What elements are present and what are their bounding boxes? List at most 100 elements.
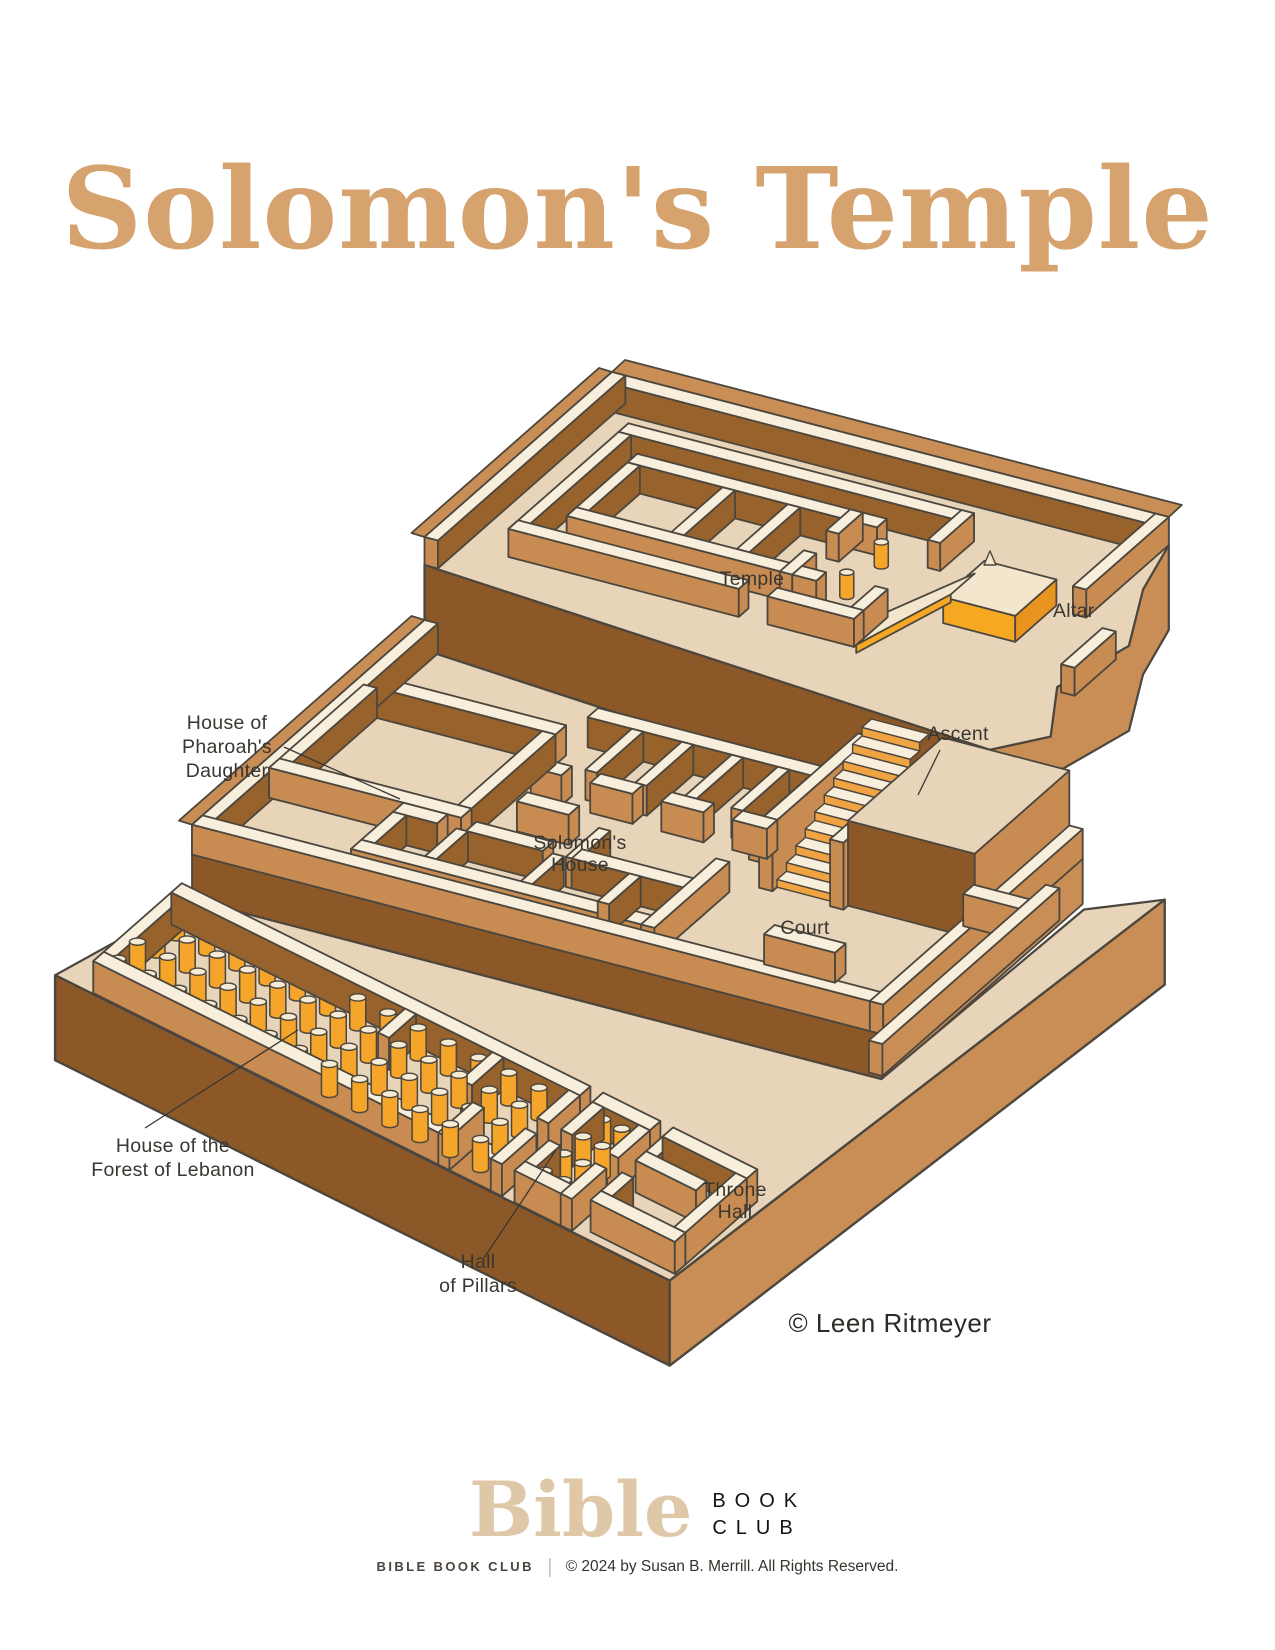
pillar <box>441 1123 460 1159</box>
pillar-top <box>471 1134 490 1144</box>
isometric-scene <box>53 359 1183 1367</box>
diagram-labels: Temple Altar Ascent House of Pharoah's D… <box>91 568 1094 1338</box>
temple-east-south-face <box>825 529 840 563</box>
pillar-top <box>359 1025 378 1034</box>
forest-stub-top <box>460 1051 505 1087</box>
leader-pharoahs-daughter <box>283 746 401 800</box>
temple-outer-south-top <box>507 519 750 590</box>
label-copyright: © Leen Ritmeyer <box>789 1308 992 1338</box>
temple-outer-south-top <box>766 586 865 620</box>
pillar <box>238 968 257 1004</box>
lower-slab-east <box>668 898 1166 1367</box>
label-altar: Altar <box>1053 600 1095 622</box>
pillar <box>389 1043 408 1079</box>
pillar-top <box>873 538 889 546</box>
court-wall-top <box>763 924 847 954</box>
pillar-top <box>450 1070 468 1079</box>
pillar-top <box>400 1072 419 1082</box>
maze-south-row-top <box>465 820 555 852</box>
pillar <box>381 1093 399 1129</box>
pillar-top <box>593 1141 611 1151</box>
pillar <box>359 1028 378 1064</box>
leader-forest <box>144 1029 299 1129</box>
pillar-top <box>389 1040 408 1049</box>
label-hall-pillars-2: of Pillars <box>439 1275 517 1297</box>
label-court: Court <box>780 917 829 939</box>
pillar-top <box>279 1012 298 1022</box>
pillar-top <box>370 1057 388 1067</box>
stairs-bastion-top <box>847 736 1071 855</box>
pillar <box>269 983 287 1019</box>
label-solomons-2: House <box>551 854 609 876</box>
pillar-top <box>208 950 227 959</box>
pillar-top <box>491 1117 509 1127</box>
pillar <box>299 998 317 1034</box>
pillar-top <box>510 1100 529 1110</box>
maze-stub-top <box>516 791 581 816</box>
stairs-east-flank-south-face <box>829 838 845 911</box>
pillar <box>411 1108 429 1144</box>
pillar-top <box>420 1055 438 1064</box>
altar-horn <box>983 550 997 566</box>
label-forest-1: House of the <box>116 1135 230 1157</box>
pillar-top <box>573 1158 592 1168</box>
court-right-wall-top <box>1072 512 1170 591</box>
label-ascent: Ascent <box>927 723 989 745</box>
maze-divider-top <box>634 740 695 787</box>
maze-wall-top <box>660 791 715 814</box>
leader-hall-of-pillars <box>483 1149 557 1259</box>
hallp-west-top <box>560 1101 605 1136</box>
northeast-wall-south-face <box>868 1039 884 1077</box>
pillar <box>430 1091 449 1127</box>
footer-brand: BIBLE BOOK CLUB <box>376 1559 534 1574</box>
altar-ramp-side <box>855 593 952 654</box>
court-edge-stub-south-face <box>1060 663 1076 697</box>
pillar-top <box>379 1008 397 1017</box>
label-throne-2: Hall <box>718 1201 753 1223</box>
logo-bible-wordmark: Bible <box>468 1465 693 1554</box>
pillar <box>350 1078 369 1114</box>
pillar <box>873 541 890 570</box>
logo-book-club-text: BOOK CLUB <box>712 1478 806 1542</box>
pillar-top <box>409 1023 427 1032</box>
throne-south-top <box>589 1189 687 1243</box>
forest-stub-top <box>377 1007 417 1039</box>
forest-east-top <box>489 1127 538 1166</box>
label-solomons-1: Solomon's <box>533 832 626 854</box>
logo-book-line: BOOK <box>712 1490 807 1512</box>
pillar-top <box>612 1124 631 1133</box>
hallp-east-top <box>559 1162 608 1200</box>
footer-copyright-line: BIBLE BOOK CLUB | © 2024 by Susan B. Mer… <box>0 1556 1275 1579</box>
label-pharoahs-2: Pharoah's <box>182 736 272 758</box>
label-pharoahs-3: Daughter <box>186 760 269 782</box>
pillar-top <box>329 1010 347 1019</box>
pillar <box>471 1138 490 1174</box>
pillar <box>349 996 367 1032</box>
page-title: Solomon's Temple <box>61 144 1214 275</box>
temple-east-top <box>825 508 864 535</box>
pillar-top <box>381 1089 399 1099</box>
footer-separator: | <box>547 1556 553 1578</box>
pillar-top <box>574 1132 592 1141</box>
pillar-top <box>178 935 196 944</box>
pillar-top <box>310 1027 328 1037</box>
pillar <box>370 1061 388 1097</box>
maze-east-top <box>640 857 731 929</box>
label-temple: Temple <box>720 568 785 590</box>
court-left-wall-top <box>423 371 627 542</box>
pharoahs-south-top <box>268 757 473 819</box>
pillar <box>439 1041 458 1077</box>
court-edge-stub-top <box>1060 627 1117 669</box>
throne-inner-top <box>634 1150 708 1192</box>
logo-club-line: CLUB <box>712 1517 802 1539</box>
pillar-top <box>500 1068 518 1077</box>
pillar-top <box>189 967 207 976</box>
pillar-top <box>411 1104 429 1114</box>
bible-book-club-logo: Bible BOOK CLUB <box>469 1472 806 1548</box>
pillar-top <box>439 1038 458 1047</box>
pillar <box>409 1026 427 1062</box>
pillar-top <box>340 1042 358 1052</box>
pillar-top <box>430 1087 449 1097</box>
pillar-top <box>299 995 317 1004</box>
